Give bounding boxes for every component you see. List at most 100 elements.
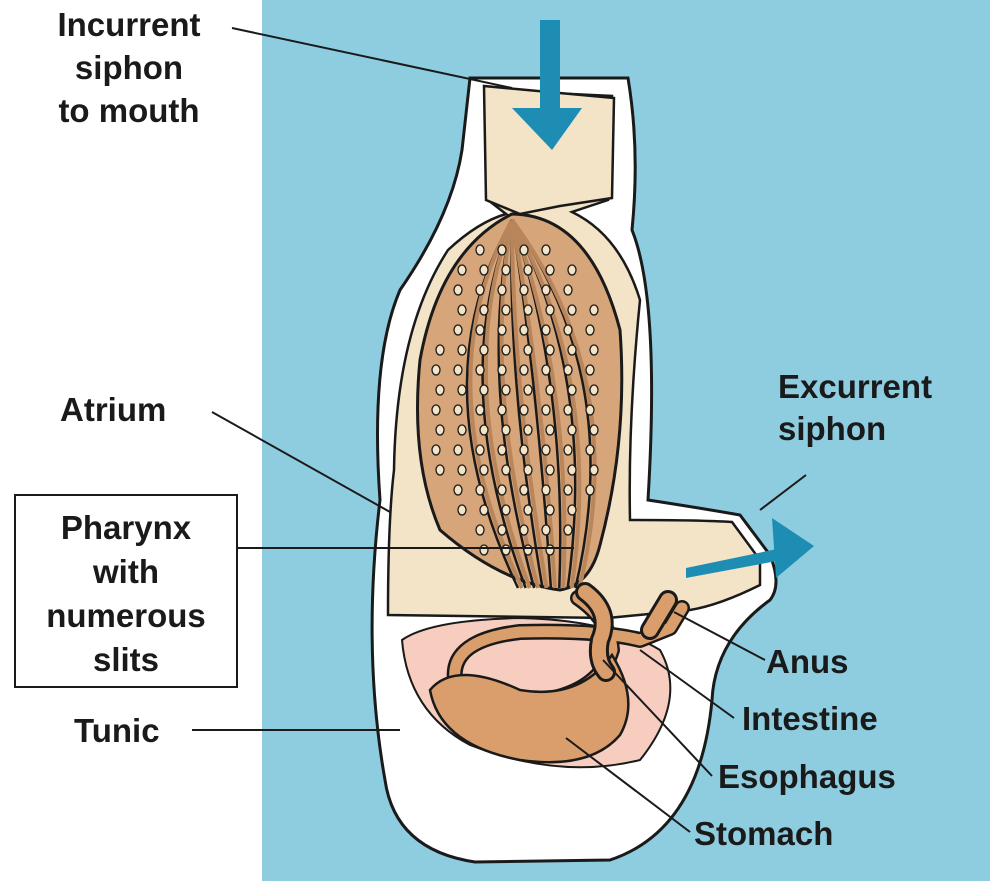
- label-intestine: Intestine: [742, 697, 942, 740]
- gill-slit: [502, 385, 510, 395]
- gill-slit: [432, 365, 440, 375]
- gill-slit: [586, 445, 594, 455]
- gill-slit: [454, 285, 462, 295]
- gill-slit: [568, 505, 576, 515]
- gill-slit: [542, 325, 550, 335]
- gill-slit: [454, 365, 462, 375]
- gill-slit: [476, 525, 484, 535]
- gill-slit: [436, 425, 444, 435]
- gill-slit: [520, 445, 528, 455]
- gill-slit: [458, 425, 466, 435]
- gill-slit: [542, 285, 550, 295]
- gill-slit: [458, 505, 466, 515]
- gill-slit: [590, 385, 598, 395]
- gill-slit: [502, 505, 510, 515]
- gill-slit: [458, 385, 466, 395]
- gill-slit: [502, 425, 510, 435]
- gill-slit: [520, 525, 528, 535]
- gill-slit: [568, 265, 576, 275]
- gill-slit: [458, 465, 466, 475]
- gill-slit: [502, 545, 510, 555]
- gill-slit: [480, 425, 488, 435]
- gill-slit: [476, 405, 484, 415]
- label-incurrent-siphon: Incurrent siphon to mouth: [36, 3, 222, 132]
- gill-slit: [502, 265, 510, 275]
- gill-slit: [568, 465, 576, 475]
- gill-slit: [498, 405, 506, 415]
- gill-slit: [546, 425, 554, 435]
- gill-slit: [568, 385, 576, 395]
- gill-slit: [502, 305, 510, 315]
- gill-slit: [476, 485, 484, 495]
- gill-slit: [542, 525, 550, 535]
- gill-slit: [498, 445, 506, 455]
- gill-slit: [454, 325, 462, 335]
- gill-slit: [432, 445, 440, 455]
- gill-slit: [546, 385, 554, 395]
- gill-slit: [542, 405, 550, 415]
- gill-slit: [524, 345, 532, 355]
- gill-slit: [524, 505, 532, 515]
- gill-slit: [564, 405, 572, 415]
- gill-slit: [480, 465, 488, 475]
- gill-slit: [590, 305, 598, 315]
- gill-slit: [546, 465, 554, 475]
- gill-slit: [546, 305, 554, 315]
- gill-slit: [542, 245, 550, 255]
- gill-slit: [586, 325, 594, 335]
- gill-slit: [498, 285, 506, 295]
- gill-slit: [542, 365, 550, 375]
- gill-slit: [454, 405, 462, 415]
- gill-slit: [590, 345, 598, 355]
- gill-slit: [542, 485, 550, 495]
- gill-slit: [524, 545, 532, 555]
- gill-slit: [498, 325, 506, 335]
- gill-slit: [480, 345, 488, 355]
- gill-slit: [520, 245, 528, 255]
- gill-slit: [520, 365, 528, 375]
- label-esophagus: Esophagus: [718, 755, 948, 798]
- gill-slit: [564, 445, 572, 455]
- gill-slit: [458, 305, 466, 315]
- gill-slit: [502, 465, 510, 475]
- gill-slit: [564, 285, 572, 295]
- label-anus: Anus: [766, 640, 886, 683]
- gill-slit: [568, 305, 576, 315]
- gill-slit: [564, 365, 572, 375]
- gill-slit: [524, 385, 532, 395]
- gill-slit: [564, 485, 572, 495]
- gill-slit: [568, 345, 576, 355]
- gill-slit: [480, 545, 488, 555]
- gill-slit: [520, 325, 528, 335]
- gill-slit: [520, 405, 528, 415]
- gill-slit: [586, 405, 594, 415]
- gill-slit: [480, 305, 488, 315]
- gill-slit: [498, 365, 506, 375]
- gill-slit: [590, 425, 598, 435]
- gill-slit: [458, 345, 466, 355]
- label-tunic: Tunic: [74, 709, 204, 752]
- gill-slit: [476, 365, 484, 375]
- gill-slit: [564, 525, 572, 535]
- gill-slit: [520, 285, 528, 295]
- gill-slit: [520, 485, 528, 495]
- label-excurrent-siphon: Excurrent siphon: [778, 366, 978, 450]
- gill-slit: [480, 505, 488, 515]
- gill-slit: [546, 505, 554, 515]
- gill-slit: [458, 265, 466, 275]
- gill-slit: [436, 465, 444, 475]
- gill-slit: [454, 485, 462, 495]
- gill-slit: [564, 325, 572, 335]
- label-pharynx: Pharynx with numerous slits: [16, 506, 236, 682]
- gill-slit: [498, 245, 506, 255]
- gill-slit: [476, 285, 484, 295]
- gill-slit: [524, 265, 532, 275]
- gill-slit: [546, 265, 554, 275]
- gill-slit: [498, 485, 506, 495]
- gill-slit: [476, 445, 484, 455]
- gill-slit: [542, 445, 550, 455]
- gill-slit: [436, 345, 444, 355]
- gill-slit: [476, 245, 484, 255]
- gill-slit: [586, 485, 594, 495]
